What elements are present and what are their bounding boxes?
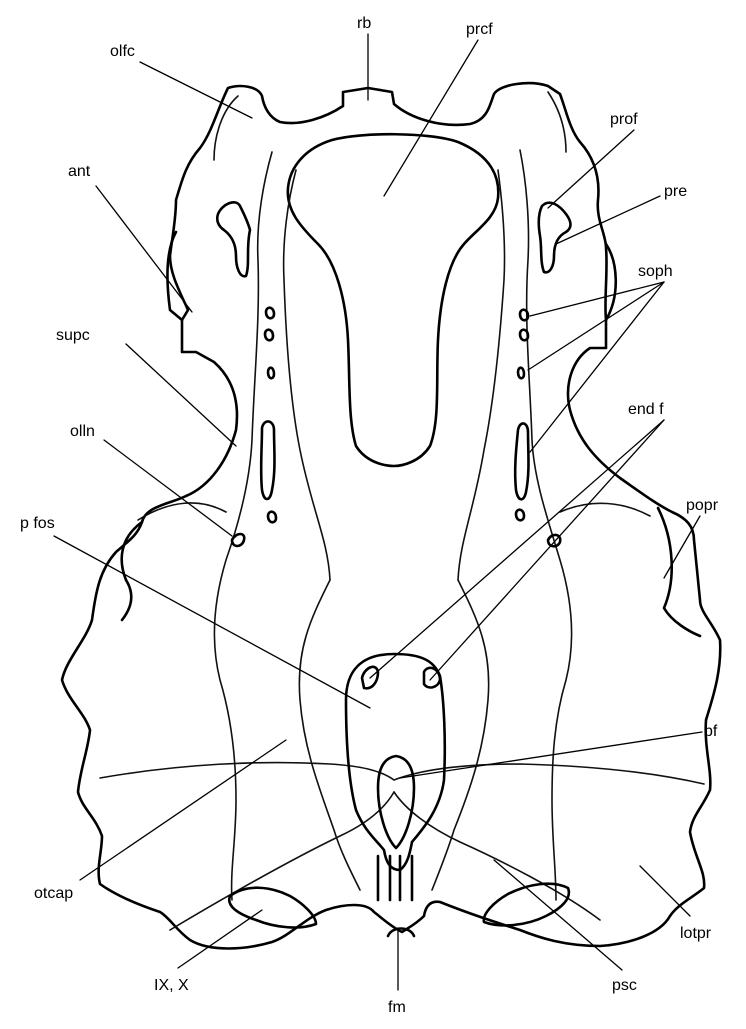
label-rb: rb xyxy=(357,15,371,32)
left-supraorbital-foramina xyxy=(261,308,276,523)
leader-prof xyxy=(548,130,634,208)
label-end-f: end f xyxy=(628,401,664,418)
right-cranial-line-inner xyxy=(458,170,505,580)
leader-otcap xyxy=(80,740,286,880)
left-otic-line xyxy=(299,580,360,890)
leader-lotpr xyxy=(640,866,690,916)
label-lotpr: lotpr xyxy=(680,925,712,942)
leader-soph-3 xyxy=(530,282,664,452)
leader-endf-2 xyxy=(430,420,664,680)
label-otcap: otcap xyxy=(34,885,73,902)
label-olln: olln xyxy=(70,423,95,440)
left-ix-x-foramen xyxy=(229,888,316,928)
label-popr: popr xyxy=(686,497,719,514)
leader-pfos xyxy=(54,536,370,708)
leader-soph-1 xyxy=(530,282,664,316)
right-otic-line xyxy=(432,580,489,890)
precerebral-fontanelle xyxy=(288,134,498,466)
parietal-fenestra xyxy=(378,756,414,848)
left-psc-ridge xyxy=(170,792,394,930)
right-prefrontal-foramen xyxy=(539,203,571,273)
transverse-line xyxy=(100,763,704,784)
label-prcf: prcf xyxy=(466,21,493,38)
right-postorbital-arc xyxy=(560,503,650,516)
label-prof: prof xyxy=(610,111,638,128)
label-fm: fm xyxy=(388,999,406,1016)
leader-ant xyxy=(96,186,192,312)
left-cranial-line-outer xyxy=(214,152,272,900)
label-olfc: olfc xyxy=(110,43,135,60)
label-p-fos: p fos xyxy=(20,515,55,532)
leader-prcf xyxy=(384,40,478,196)
leader-pre xyxy=(556,196,660,244)
label-pf: pf xyxy=(704,723,718,740)
label-psc: psc xyxy=(612,977,637,994)
leader-supc xyxy=(126,344,236,446)
label-supc: supc xyxy=(56,327,90,344)
label-ix-x: IX, X xyxy=(154,977,189,994)
leader-olfc xyxy=(140,62,252,118)
leader-psc xyxy=(494,860,622,970)
label-ant: ant xyxy=(68,163,91,180)
label-pre: pre xyxy=(664,183,687,200)
leader-olln xyxy=(104,440,232,536)
right-supraorbital-foramina xyxy=(515,310,528,521)
left-prefrontal-foramen xyxy=(217,202,250,276)
right-cranial-line-outer xyxy=(520,150,572,900)
label-soph: soph xyxy=(638,263,673,280)
left-olln-foramen xyxy=(232,534,244,546)
skull-outline xyxy=(62,83,720,948)
leader-soph-2 xyxy=(528,282,664,370)
